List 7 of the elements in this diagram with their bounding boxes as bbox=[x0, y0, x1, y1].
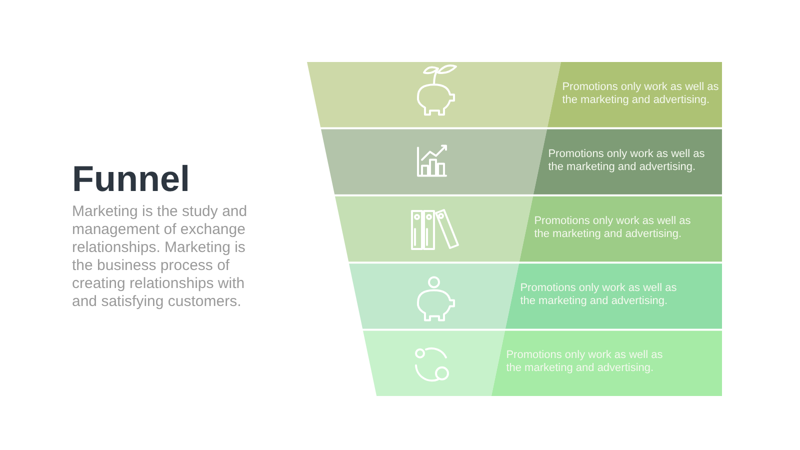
band-text: Promotions only work as well as the marketing and advertising. bbox=[548, 148, 706, 174]
band-text: Promotions only work as well as the marketing and advertising. bbox=[534, 215, 692, 241]
band-text: Promotions only work as well as the marketing and advertising. bbox=[562, 80, 720, 107]
body-paragraph: Marketing is the study and management of exchange relationships. Marketing is the business process of creating relationships with and satisfying customers. bbox=[72, 203, 248, 311]
band-text: Promotions only work as well as the marketing and advertising. bbox=[520, 282, 678, 308]
slide-title: Funnel bbox=[72, 158, 190, 200]
band-text: Promotions only work as well as the marketing and advertising. bbox=[506, 349, 664, 376]
